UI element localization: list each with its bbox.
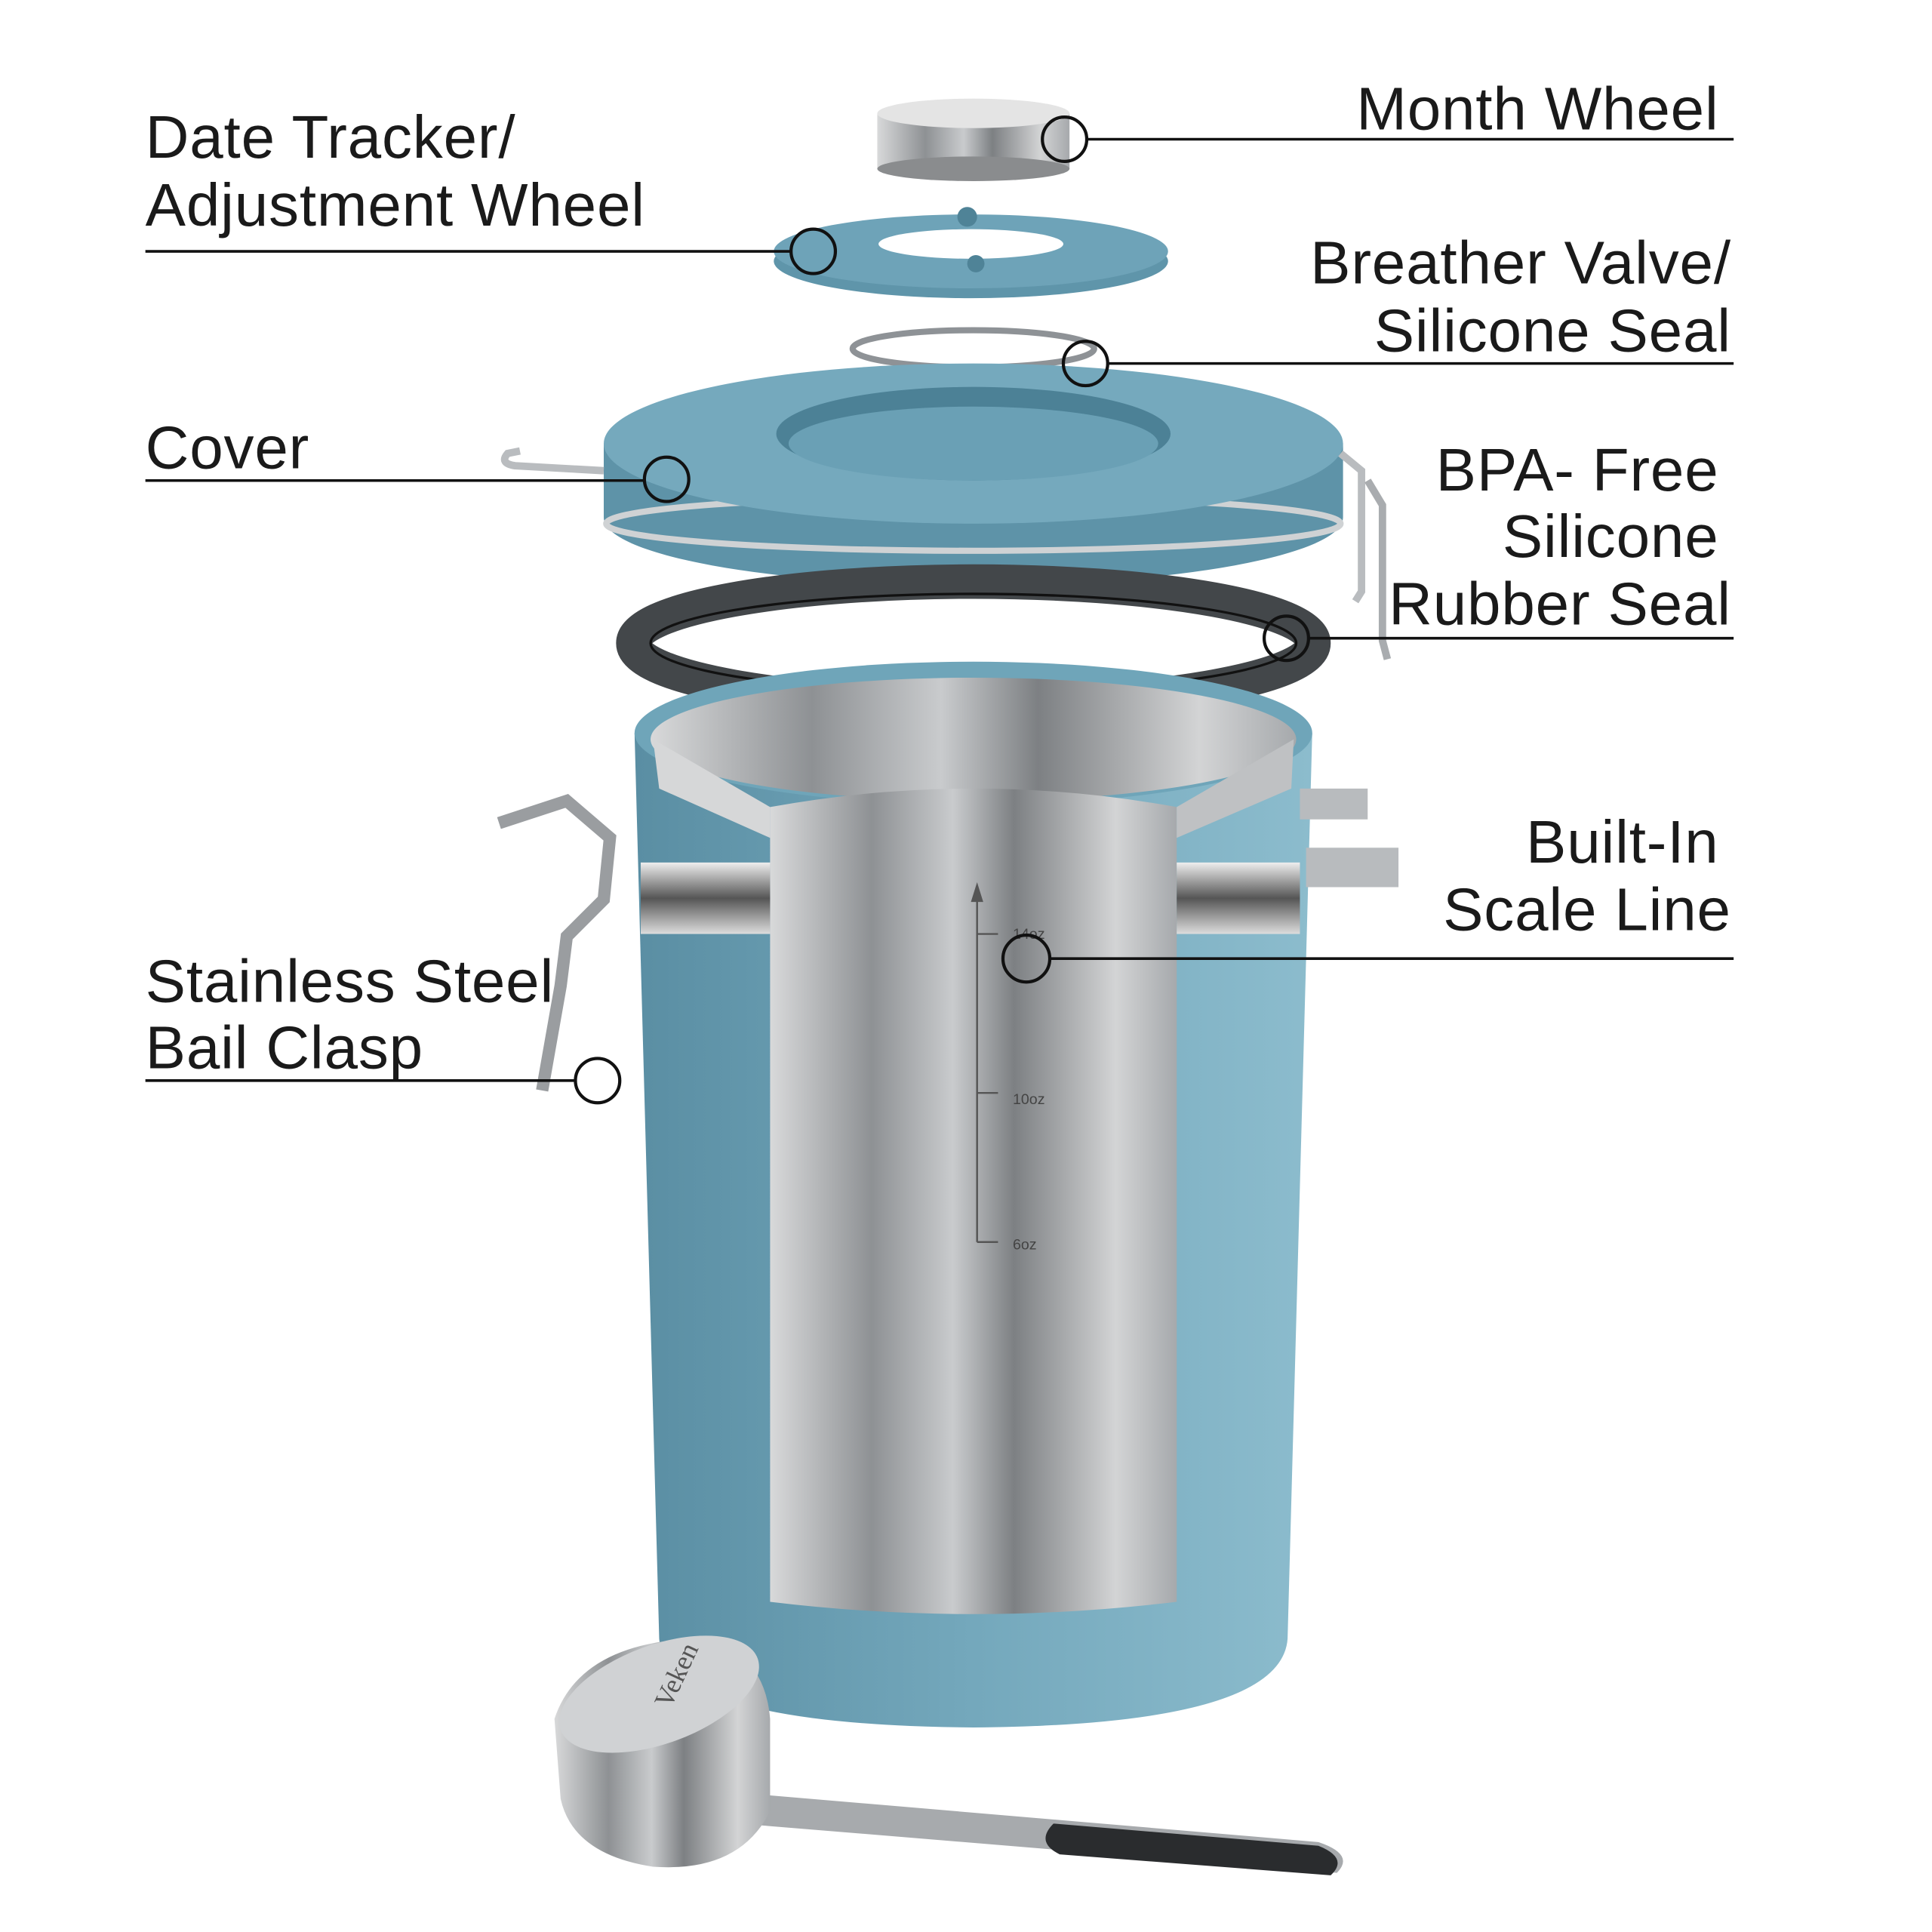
callout-month-wheel: Month Wheel [1041, 75, 1734, 163]
label-bail-clasp-line1: Stainless Steel [146, 947, 554, 1014]
cover [500, 363, 1392, 660]
callout-bail-clasp: Stainless Steel Bail Clasp [146, 947, 622, 1105]
label-date-tracker-line1: Date Tracker/ [146, 103, 516, 171]
breather-valve-seal [849, 327, 1097, 371]
label-cover: Cover [146, 414, 309, 481]
canister-body [497, 661, 1399, 1727]
callout-breather-valve: Breather Valve/ Silicone Seal [1061, 229, 1734, 388]
label-rubber-seal-line1: BPA- Free [1436, 436, 1719, 503]
date-tracker-wheel [774, 207, 1168, 299]
label-breather-valve-line2: Silicone Seal [1374, 297, 1731, 364]
label-bail-clasp-line2: Bail Clasp [146, 1014, 423, 1081]
callout-scale-line: Built-In Scale Line [1001, 808, 1734, 984]
label-month-wheel: Month Wheel [1356, 75, 1718, 142]
callout-rubber-seal: BPA- Free Silicone Rubber Seal [1262, 436, 1734, 663]
label-rubber-seal-line3: Rubber Seal [1389, 571, 1731, 638]
scale-mark-6oz: 6oz [1013, 1237, 1037, 1254]
scale-mark-10oz: 10oz [1013, 1091, 1044, 1108]
callout-date-tracker: Date Tracker/ Adjustment Wheel [146, 103, 838, 275]
callout-cover: Cover [146, 414, 691, 503]
label-rubber-seal-line2: Silicone [1503, 503, 1719, 570]
label-date-tracker-line2: Adjustment Wheel [146, 171, 645, 238]
label-scale-line-line2: Scale Line [1443, 876, 1731, 943]
label-breather-valve-line1: Breather Valve/ [1310, 229, 1731, 297]
month-wheel [877, 98, 1070, 181]
label-scale-line-line1: Built-In [1526, 808, 1719, 875]
coffee-scoop: Veken [554, 1635, 1343, 1875]
